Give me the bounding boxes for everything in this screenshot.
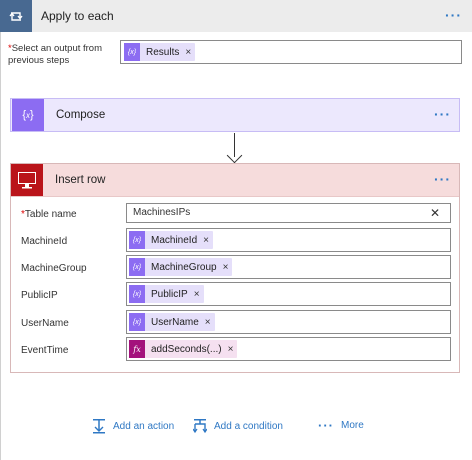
user-name-field[interactable]: {x} UserName × bbox=[126, 310, 451, 334]
machine-id-token[interactable]: {x} MachineId × bbox=[129, 231, 213, 249]
more-dots-icon: ··· bbox=[318, 418, 334, 433]
event-time-field[interactable]: fx addSeconds(...) × bbox=[126, 337, 451, 361]
compose-icon: {x} bbox=[12, 99, 44, 131]
compose-title: Compose bbox=[56, 109, 106, 121]
select-output-field[interactable]: {x} Results × bbox=[120, 40, 462, 64]
machine-id-label: MachineId bbox=[21, 236, 68, 247]
compose-menu-button[interactable]: ··· bbox=[434, 106, 451, 122]
remove-token-button[interactable]: × bbox=[204, 316, 211, 328]
expression-icon: {x} bbox=[129, 313, 145, 331]
event-time-token[interactable]: fx addSeconds(...) × bbox=[129, 340, 238, 358]
public-ip-token[interactable]: {x} PublicIP × bbox=[129, 285, 204, 303]
select-output-label: *Select an output from previous steps bbox=[8, 43, 103, 66]
machine-group-label: MachineGroup bbox=[21, 263, 87, 274]
loop-icon bbox=[0, 0, 32, 32]
expression-icon: {x} bbox=[124, 43, 140, 61]
add-condition-label: Add a condition bbox=[214, 420, 283, 432]
add-condition-icon bbox=[193, 419, 207, 434]
event-time-label: EventTime bbox=[21, 345, 69, 356]
user-name-label: UserName bbox=[21, 318, 69, 329]
remove-token-button[interactable]: × bbox=[203, 234, 209, 246]
expression-icon: {x} bbox=[129, 285, 145, 303]
add-action-label: Add an action bbox=[113, 420, 175, 432]
insert-row-title: Insert row bbox=[55, 174, 106, 186]
remove-token-button[interactable]: × bbox=[227, 343, 234, 355]
more-label: More bbox=[341, 420, 364, 431]
clear-icon[interactable]: ✕ bbox=[429, 206, 440, 220]
apply-to-each-body bbox=[0, 32, 472, 460]
insert-row-menu-button[interactable]: ··· bbox=[434, 171, 451, 187]
remove-token-button[interactable]: × bbox=[185, 46, 192, 58]
machine-id-field[interactable]: {x} MachineId × bbox=[126, 228, 451, 252]
add-action-button[interactable]: Add an action bbox=[92, 418, 174, 434]
table-name-label: *Table name bbox=[21, 209, 77, 220]
compose-card[interactable]: {x} Compose ··· bbox=[10, 98, 460, 132]
machine-group-token[interactable]: {x} MachineGroup × bbox=[129, 258, 233, 276]
user-name-token[interactable]: {x} UserName × bbox=[129, 313, 215, 331]
apply-to-each-title: Apply to each bbox=[41, 9, 114, 23]
insert-row-header[interactable]: Insert row ··· bbox=[11, 164, 459, 197]
function-icon: fx bbox=[129, 340, 145, 358]
sql-icon bbox=[11, 164, 43, 196]
apply-to-each-header[interactable]: Apply to each ··· bbox=[0, 0, 472, 32]
flow-arrow bbox=[234, 133, 235, 157]
expression-icon: {x} bbox=[129, 258, 145, 276]
add-condition-button[interactable]: Add a condition bbox=[193, 418, 283, 434]
insert-row-card: Insert row ··· *Table name MachinesIPs ✕… bbox=[10, 163, 460, 373]
remove-token-button[interactable]: × bbox=[222, 261, 229, 273]
public-ip-label: PublicIP bbox=[21, 290, 58, 301]
table-name-field[interactable]: MachinesIPs ✕ bbox=[126, 203, 451, 223]
table-name-value: MachinesIPs bbox=[133, 207, 191, 218]
add-action-icon bbox=[93, 419, 105, 434]
remove-token-button[interactable]: × bbox=[193, 288, 200, 300]
more-button[interactable]: ··· More bbox=[318, 418, 364, 433]
results-token[interactable]: {x} Results × bbox=[124, 43, 196, 61]
machine-group-field[interactable]: {x} MachineGroup × bbox=[126, 255, 451, 279]
expression-icon: {x} bbox=[129, 231, 145, 249]
public-ip-field[interactable]: {x} PublicIP × bbox=[126, 282, 451, 306]
foreach-menu-button[interactable]: ··· bbox=[445, 7, 462, 23]
